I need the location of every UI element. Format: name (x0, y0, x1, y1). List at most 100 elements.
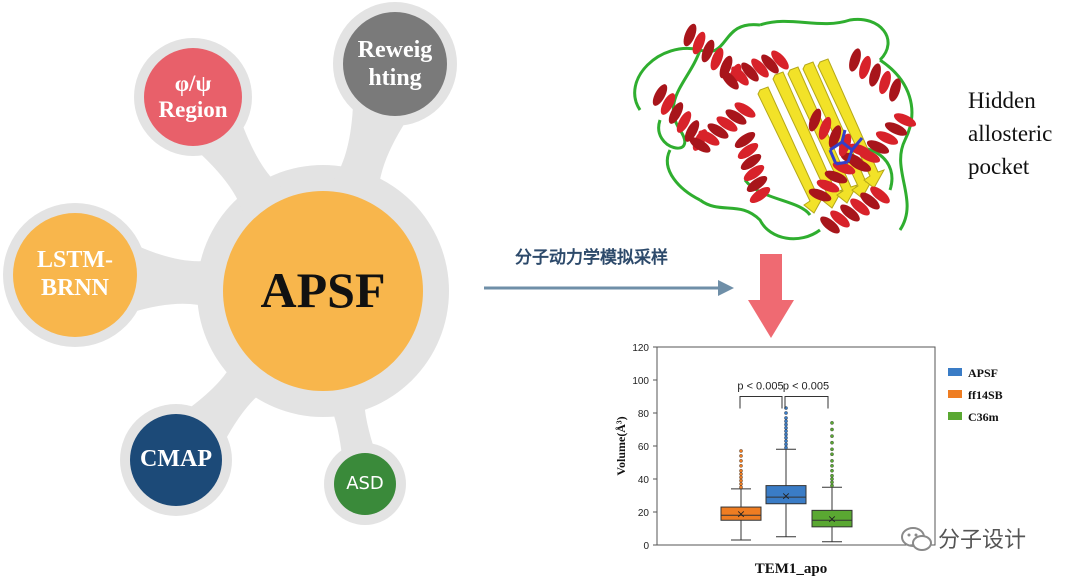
connector-reweighting (317, 101, 408, 216)
mean-marker-C36m: × (827, 513, 836, 526)
legend-swatch-ff14SB (948, 390, 962, 398)
ligand-bond-0 (829, 140, 843, 152)
helix-g-turn-3 (875, 131, 899, 145)
beta-sheet-0 (772, 71, 844, 209)
outlier-C36m-0 (830, 483, 834, 488)
p-value-label-1: p < 0.005 (783, 381, 829, 393)
box-body-ff14SB (720, 506, 762, 521)
ligand-bond-5 (850, 137, 864, 151)
outlier-C36m-10 (830, 434, 834, 438)
outlier-APSF-4 (784, 432, 788, 437)
ligand-bond-3 (835, 160, 849, 166)
node-circle-phi-psi (144, 48, 242, 146)
helix-f-turn-2 (824, 170, 848, 184)
outlier-C36m-2 (830, 477, 834, 481)
helix-g-turn-4 (884, 122, 908, 136)
outlier-APSF-2 (784, 439, 788, 443)
helix-b-turn-2 (668, 102, 684, 124)
helix-j-turn-0 (808, 108, 822, 132)
helix-e-turn-3 (743, 164, 765, 182)
plot-frame (656, 346, 936, 546)
y-tick-label-4: 80 (638, 409, 650, 420)
connector-asd (308, 371, 376, 462)
legend-swatch-APSF (948, 368, 962, 376)
significance-bracket-0 (739, 396, 783, 409)
node-circle-cmap (130, 414, 222, 506)
helix-e-turn-0 (734, 131, 756, 149)
y-tick-label-3: 60 (638, 442, 650, 453)
outlier-APSF-8 (784, 419, 788, 424)
helix-f-turn-0 (808, 188, 832, 202)
outlier-APSF-1 (784, 442, 788, 447)
md-sampling-arrow (484, 280, 734, 296)
significance-bracket-1 (784, 396, 829, 409)
helix-f-turn-1 (816, 179, 840, 193)
down-arrow (748, 254, 794, 338)
ligand-bond-4 (828, 149, 838, 165)
helix-h-turn-0 (820, 216, 840, 234)
helix-c-turn-0 (689, 137, 711, 153)
ligand-bond-1 (841, 140, 853, 152)
helix-e-turn-4 (746, 175, 768, 193)
outlier-C36m-12 (830, 421, 834, 425)
box-body-C36m (811, 509, 853, 528)
helix-b-turn-0 (652, 84, 668, 106)
node-asd-label: ASD (346, 472, 384, 494)
outlier-APSF-0 (784, 445, 788, 450)
helix-b-turn-4 (684, 120, 700, 142)
helix-h-turn-3 (850, 198, 870, 216)
helix-g-turn-1 (857, 149, 881, 163)
p-value-label-0: p < 0.005 (737, 381, 783, 393)
connector-lstm (130, 244, 236, 320)
watermark-text: 分子设计 (938, 528, 1027, 553)
helix-d-turn-1 (731, 66, 749, 86)
outlier-ff14SB-4 (739, 472, 743, 476)
outlier-C36m-8 (830, 447, 834, 452)
loop-3 (879, 58, 914, 231)
protein-structure-image (633, 17, 917, 241)
box-C36m: × (811, 421, 853, 543)
outlier-APSF-10 (784, 411, 788, 415)
legend-swatch-C36m (948, 412, 962, 420)
outlier-C36m-1 (830, 480, 834, 485)
helix-g-turn-2 (866, 140, 890, 154)
helix-h-turn-2 (840, 204, 860, 222)
outlier-C36m-9 (830, 440, 834, 445)
md-sampling-label: 分子动力学模拟采样 (515, 247, 668, 268)
legend-label-ff14SB: ff14SB (968, 388, 1003, 402)
node-lstm-label: LSTM-BRNN (36, 247, 113, 301)
y-tick-label-5: 100 (632, 376, 649, 387)
hub-connectors (3, 2, 457, 525)
outlier-C36m-6 (830, 459, 834, 463)
helix-h-turn-1 (830, 210, 850, 228)
outlier-ff14SB-8 (739, 454, 743, 458)
node-circle-asd (334, 453, 396, 515)
helix-d-turn-4 (761, 54, 779, 74)
outlier-C36m-5 (830, 463, 834, 468)
helix-e-turn-5 (749, 186, 771, 204)
y-tick-label-1: 20 (638, 508, 650, 519)
node-cmap-label: CMAP (140, 446, 212, 473)
hub-center-label: APSF (260, 262, 386, 319)
outlier-ff14SB-9 (739, 449, 743, 453)
helix-i-turn-0 (849, 48, 861, 72)
helix-i-turn-3 (879, 70, 891, 95)
helix-e-turn-2 (740, 153, 762, 171)
x-axis-label: TEM1_apo (755, 561, 828, 577)
beta-sheet-4 (757, 86, 826, 214)
outlier-ff14SB-1 (739, 482, 743, 486)
helix-a-turn-0 (683, 23, 697, 47)
outlier-APSF-3 (784, 435, 788, 440)
helix-c-turn-2 (707, 123, 729, 139)
helix-h-turn-5 (870, 186, 890, 204)
helix-b-turn-3 (676, 111, 692, 133)
outlier-C36m-4 (830, 468, 834, 473)
helix-e-turn-1 (737, 142, 759, 160)
helix-c-turn-5 (734, 102, 756, 118)
outlier-C36m-11 (830, 427, 834, 432)
helix-j-turn-1 (818, 116, 832, 140)
loop-2 (759, 17, 890, 62)
outlier-ff14SB-5 (739, 468, 743, 473)
node-circle-reweighting (343, 12, 447, 116)
